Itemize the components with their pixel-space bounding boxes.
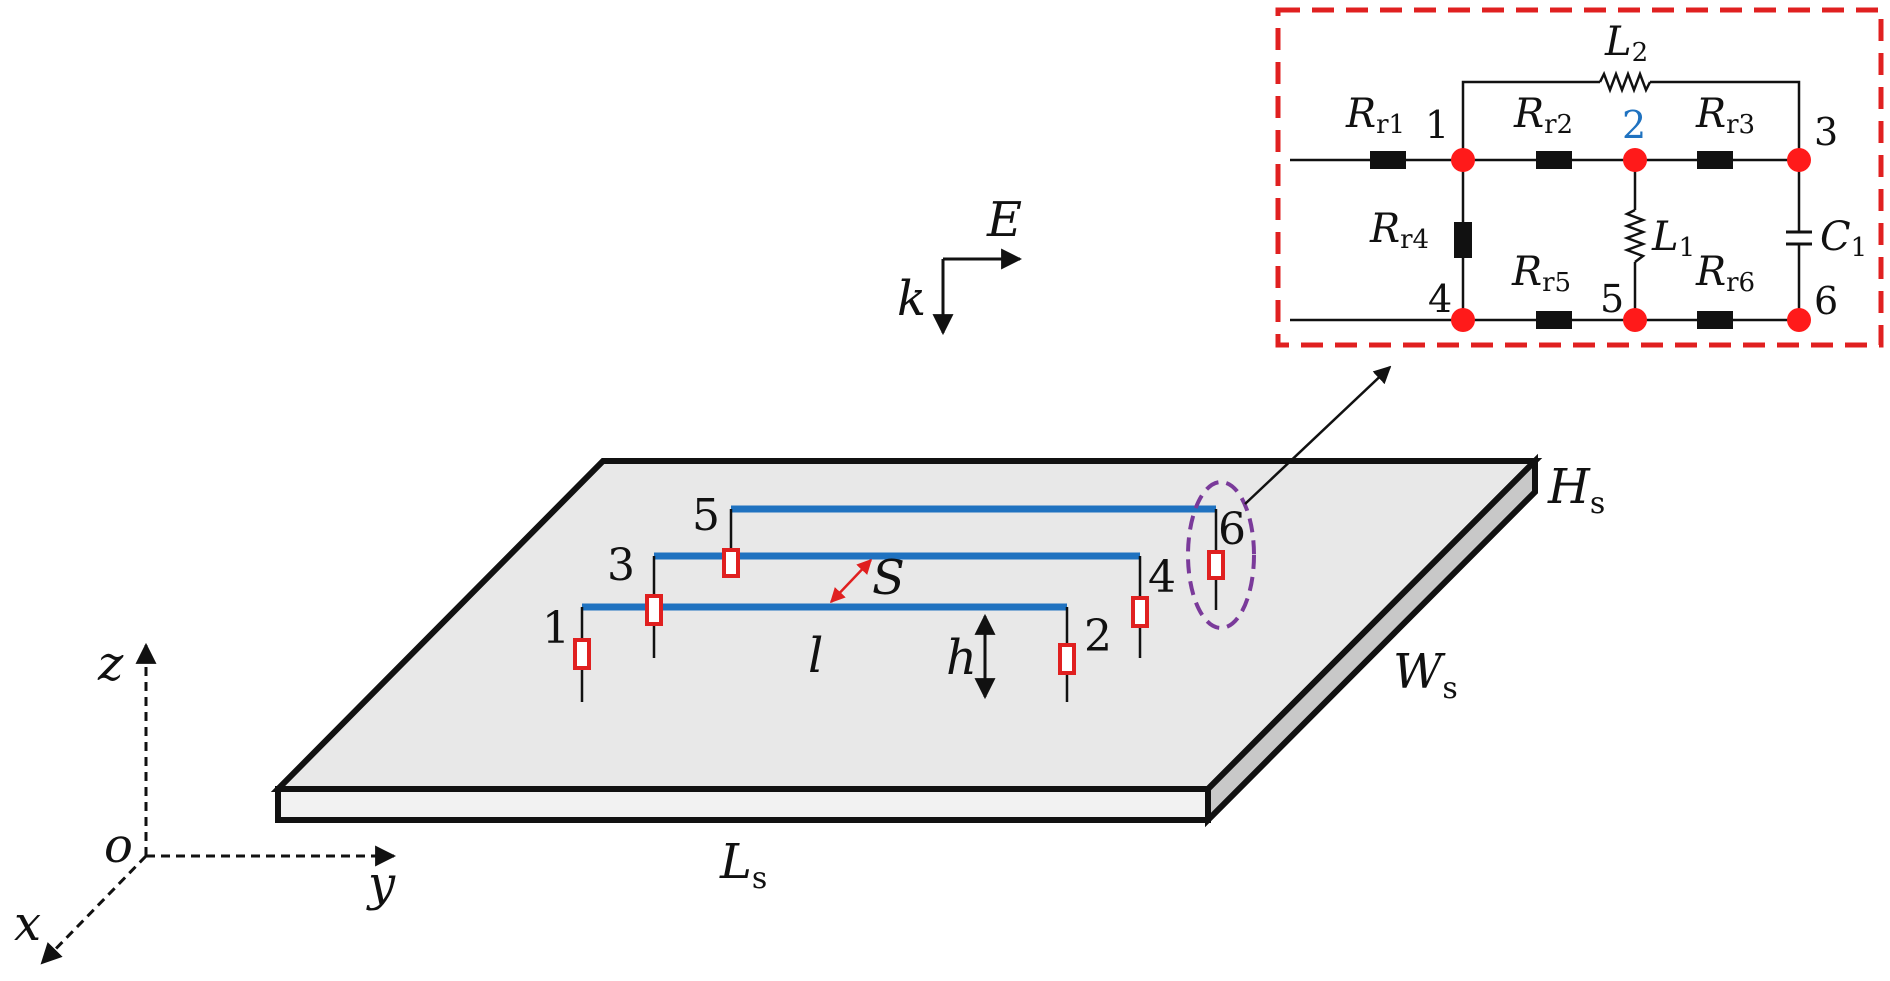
equivalent-circuit: 1 2 3 4 5 6 Rr1 Rr2 Rr3 Rr4 Rr5 Rr6 L1 L… <box>1275 7 1884 348</box>
board-width-label: Ws <box>1393 644 1458 706</box>
resistor-rr3 <box>1697 151 1733 169</box>
port-load-1 <box>573 638 591 670</box>
port-label-5: 5 <box>692 490 720 541</box>
node-6 <box>1787 308 1811 332</box>
label-rr2: Rr2 <box>1513 91 1573 140</box>
port-label-1: 1 <box>542 603 570 654</box>
capacitor-c1 <box>1786 230 1812 246</box>
board-side-face <box>1205 453 1538 828</box>
label-rr6: Rr6 <box>1695 249 1755 298</box>
port-load-4 <box>1131 596 1149 628</box>
node-label-5: 5 <box>1600 277 1624 321</box>
label-c1: C1 <box>1820 214 1867 263</box>
port-label-2: 2 <box>1084 611 1112 662</box>
circuit-nodes <box>1451 148 1811 332</box>
resistor-rr5 <box>1536 311 1572 329</box>
coordinate-axes: z y x o <box>14 636 397 965</box>
port-label-6: 6 <box>1218 504 1246 555</box>
x-axis <box>40 854 148 965</box>
label-rr1: Rr1 <box>1345 91 1405 140</box>
origin-label: o <box>104 818 133 874</box>
resistor-rr1 <box>1370 151 1406 169</box>
port-label-3: 3 <box>607 540 635 591</box>
circuit-frame <box>1275 7 1884 348</box>
resistor-rr2 <box>1536 151 1572 169</box>
spacing-label: S <box>872 550 905 606</box>
z-axis-label: z <box>97 636 124 692</box>
board-front-face <box>275 786 1211 823</box>
x-axis-label: x <box>14 896 41 952</box>
node-4 <box>1451 308 1475 332</box>
spacing-arrow <box>829 558 873 604</box>
field-direction-indicator: E k <box>897 192 1023 336</box>
node-label-3: 3 <box>1814 110 1838 154</box>
board-length-label: Ls <box>719 834 767 896</box>
port-load-2 <box>1058 643 1076 675</box>
port-load-3 <box>645 594 663 626</box>
node-label-2: 2 <box>1622 103 1646 147</box>
substrate-board <box>270 453 1543 828</box>
k-vector-label: k <box>897 271 926 327</box>
node-1 <box>1451 148 1475 172</box>
port-load-5 <box>722 548 740 578</box>
port-6-highlight-ellipse <box>1186 480 1256 630</box>
resistor-rr4 <box>1454 222 1472 258</box>
resistor-rr6 <box>1697 311 1733 329</box>
label-l2: L2 <box>1604 19 1648 68</box>
inductor-l1 <box>1623 208 1647 263</box>
node-2 <box>1623 148 1647 172</box>
port-label-4: 4 <box>1148 552 1176 603</box>
node-3 <box>1787 148 1811 172</box>
label-rr3: Rr3 <box>1695 91 1755 140</box>
node-5 <box>1623 308 1647 332</box>
label-rr5: Rr5 <box>1511 249 1571 298</box>
board-height-label: Hs <box>1547 459 1605 521</box>
label-l1: L1 <box>1651 214 1695 263</box>
wire-length-label: l <box>808 628 823 684</box>
label-rr4: Rr4 <box>1369 206 1429 255</box>
callout-arrow <box>1244 365 1392 505</box>
resistors <box>1370 151 1733 329</box>
height-label: h <box>946 630 977 686</box>
node-label-1: 1 <box>1425 103 1449 147</box>
port-loads <box>573 548 1225 675</box>
node-label-6: 6 <box>1814 279 1838 323</box>
inductor-l2 <box>1598 70 1652 94</box>
e-field-label: E <box>986 192 1022 248</box>
y-axis-label: y <box>366 856 396 912</box>
node-label-4: 4 <box>1428 277 1452 321</box>
port-load-6 <box>1207 550 1225 580</box>
